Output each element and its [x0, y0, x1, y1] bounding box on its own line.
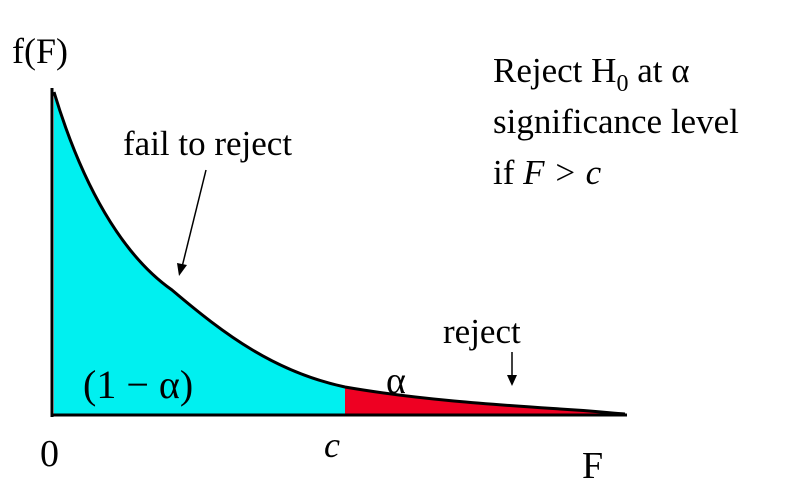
fail-to-reject-label: fail to reject: [123, 124, 292, 163]
rule-line-2: significance level: [493, 102, 739, 141]
rule-line-1: Reject H0 at α: [493, 51, 690, 97]
rule-line-1-subscript: 0: [616, 71, 628, 97]
x-axis-label: F: [582, 445, 603, 487]
critical-value-label: c: [324, 425, 340, 465]
origin-label: 0: [40, 433, 59, 475]
reject-arrowhead: [507, 375, 517, 386]
fail-to-reject-arrowhead: [177, 263, 187, 276]
fail-area-label: (1 − α): [83, 362, 193, 407]
reject-label: reject: [443, 312, 521, 351]
density-curve: [52, 91, 626, 416]
rule-line-3-math: F > c: [522, 153, 601, 192]
rule-line-1-prefix: Reject H: [493, 51, 616, 90]
rule-line-1-suffix: at α: [628, 51, 689, 90]
rule-line-3: if F > c: [493, 153, 602, 192]
rule-line-3-prefix: if: [493, 153, 523, 192]
reject-region: [345, 387, 625, 415]
y-axis-label: f(F): [12, 31, 68, 71]
fail-to-reject-region: [54, 92, 345, 415]
fail-to-reject-arrow: [181, 169, 207, 268]
reject-area-label: α: [386, 360, 406, 402]
